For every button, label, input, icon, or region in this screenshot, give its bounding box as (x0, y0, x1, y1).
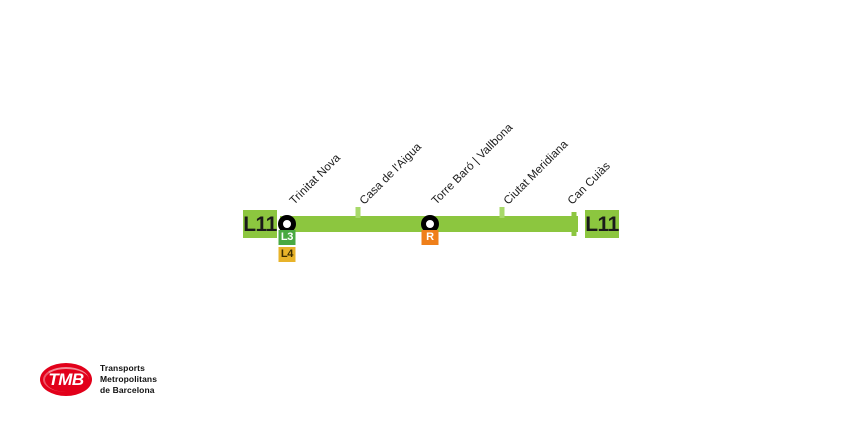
tmb-logo-wordmark: Transports Metropolitans de Barcelona (100, 363, 157, 397)
connections-torre-baro-vallbona: R (421, 230, 439, 245)
connection-badge-l3[interactable]: L3 (278, 230, 296, 245)
tmb-logo-mark-text: TMB (48, 370, 84, 390)
tmb-logo: TMB Transports Metropolitans de Barcelon… (40, 363, 157, 397)
connection-badge-l4[interactable]: L4 (278, 247, 296, 262)
station-label-can-cuias: Can Cuiàs (565, 160, 613, 208)
connections-trinitat-nova: L3 L4 (278, 230, 296, 262)
station-marker-tick-icon (355, 207, 361, 218)
tmb-logo-swoosh-icon (43, 367, 89, 393)
tmb-logo-mark-icon: TMB (40, 363, 92, 397)
station-marker-terminus-icon (571, 212, 577, 236)
tmb-logo-line-2: Metropolitans (100, 374, 158, 385)
line-badge-right-l11[interactable]: L11 (585, 210, 619, 238)
station-label-torre-baro-vallbona: Torre Baró | Vallbona (429, 121, 516, 208)
station-label-ciutat-meridiana: Ciutat Meridiana (501, 138, 571, 208)
line-badge-left-l11[interactable]: L11 (243, 210, 277, 238)
connection-badge-rodalies[interactable]: R (421, 230, 439, 245)
tmb-logo-line-1: Transports (100, 363, 145, 373)
station-marker-tick-icon (499, 207, 505, 218)
station-label-trinitat-nova: Trinitat Nova (287, 152, 343, 208)
station-label-casa-de-laigua: Casa de l'Aigua (357, 140, 425, 208)
tmb-logo-line-3: de Barcelona (100, 385, 155, 396)
